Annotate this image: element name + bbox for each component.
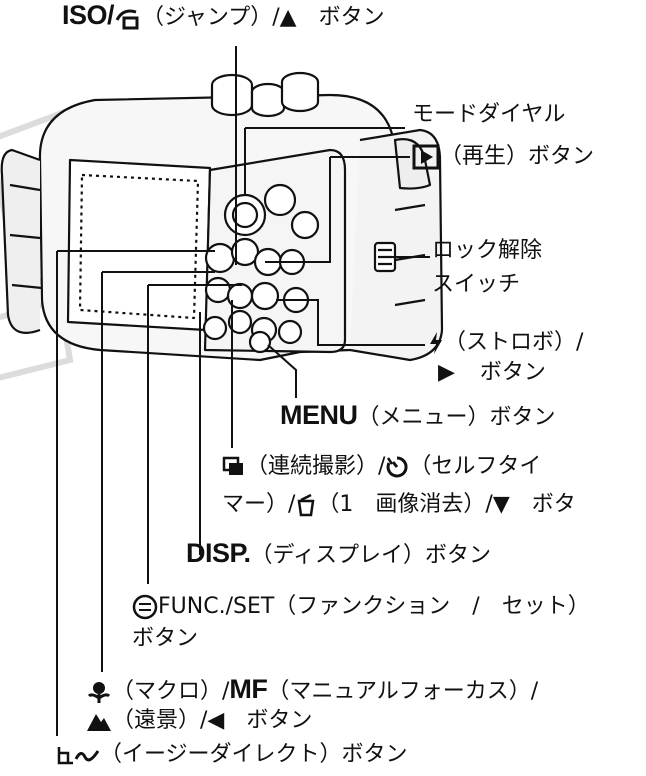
macro-icon — [87, 682, 111, 703]
label-flash-2: ▶ ボタン — [438, 360, 546, 386]
leader-flash — [276, 299, 425, 346]
self-timer-icon — [387, 456, 408, 478]
label-macro-2: （遠景）/◀ ボタン — [86, 708, 312, 734]
macro-text: （マクロ）/ — [112, 679, 230, 704]
label-mode-dial: モードダイヤル — [412, 102, 566, 127]
func-text: FUNC./SET（ファンクション / セット） — [158, 594, 590, 619]
label-iso: ISO/ （ジャンプ）/▲ ボタン — [62, 2, 385, 31]
label-continuous-1: （連続撮影）/ （セルフタイ — [222, 454, 541, 480]
play-icon — [412, 144, 440, 170]
label-easy: （イージーダイレクト）ボタン — [56, 742, 408, 768]
leader-func — [147, 284, 242, 584]
iso-text: ISO/ — [62, 0, 115, 30]
label-func-2: ボタン — [132, 626, 199, 651]
landscape-text: （遠景）/◀ ボタン — [112, 708, 313, 733]
continuous-text: （連続撮影）/ — [246, 454, 386, 479]
disp-bold: DISP. — [186, 538, 251, 568]
play-rest: （再生）ボタン — [440, 144, 595, 169]
menu-bold: MENU — [280, 400, 358, 430]
leader-easy — [56, 250, 215, 736]
leader-lines — [56, 46, 430, 736]
easy-text: （イージーダイレクト）ボタン — [100, 742, 408, 767]
leader-macro — [101, 271, 215, 672]
iso-rest: （ジャンプ）/▲ ボタン — [142, 5, 385, 30]
flash-text: （ストロボ）/ — [444, 330, 584, 355]
leader-menu — [267, 344, 297, 398]
flash-arrow: ▶ — [438, 360, 455, 385]
erase-text: （1 画像消去）/▼ ボタ — [317, 492, 576, 517]
continuous-shooting-icon — [222, 456, 243, 475]
func-set-icon — [132, 594, 158, 620]
label-play: （再生）ボタン — [412, 144, 594, 170]
camera-housing — [0, 71, 444, 362]
jump-icon — [115, 9, 139, 30]
label-func-1: FUNC./SET（ファンクション / セット） — [132, 594, 590, 620]
easy-direct-icon — [57, 747, 100, 765]
label-continuous-2: マー）/ （1 画像消去）/▼ ボタ — [222, 492, 576, 518]
menu-rest: （メニュー）ボタン — [357, 405, 556, 430]
disp-rest: （ディスプレイ）ボタン — [250, 543, 492, 568]
leader-mode-dial — [244, 127, 405, 195]
macro-mf: MF — [229, 674, 268, 704]
label-menu: MENU（メニュー）ボタン — [280, 402, 556, 431]
macro-rest: （マニュアルフォーカス）/ — [267, 679, 539, 704]
label-disp: DISP.（ディスプレイ）ボタン — [186, 540, 491, 569]
label-flash-1: （ストロボ）/ — [428, 330, 583, 356]
flash-button-text: ボタン — [479, 360, 546, 385]
erase-icon — [297, 493, 315, 517]
self-timer-text: （セルフタイ — [409, 454, 542, 479]
leader-play — [265, 156, 410, 263]
label-lock-1: ロック解除 — [432, 238, 543, 263]
landscape-icon — [87, 714, 111, 731]
label-macro-1: （マクロ）/MF（マニュアルフォーカス）/ — [86, 676, 538, 705]
label-lock-2: スイッチ — [432, 272, 521, 297]
flash-icon — [430, 332, 442, 354]
timer-suffix: マー）/ — [222, 492, 296, 517]
